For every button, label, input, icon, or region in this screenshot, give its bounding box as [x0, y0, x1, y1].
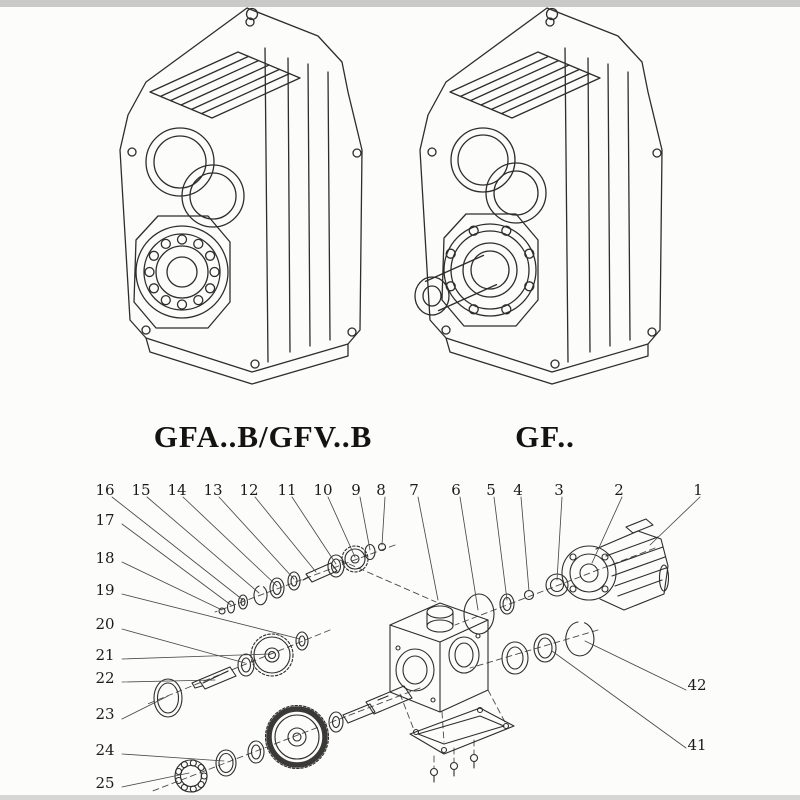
end-plug — [218, 607, 226, 615]
foot-rail-right — [445, 337, 649, 385]
input-bores-right — [450, 127, 547, 224]
callout-19: 19 — [95, 581, 115, 599]
eyebolt-right — [545, 7, 559, 21]
input-bearing — [327, 554, 345, 578]
intermediate-gear-parts — [153, 631, 309, 718]
callout-24: 24 — [95, 741, 115, 759]
input-shaft-parts — [218, 542, 387, 615]
washer — [287, 571, 301, 591]
shaft-washer — [328, 711, 344, 733]
foot-rail-left — [145, 337, 349, 385]
oil-seal — [533, 633, 557, 663]
cover-bolts — [429, 753, 479, 783]
output-gear — [264, 704, 330, 770]
photo-edge-bottom — [0, 795, 800, 800]
output-shaft-parts — [174, 685, 413, 793]
bearing-ring — [215, 749, 237, 777]
input-gear — [341, 545, 369, 573]
model-label-gf: GF.. — [515, 419, 575, 454]
exploded-diagram — [111, 496, 701, 793]
gasket-ring — [463, 593, 495, 635]
input-bores-left — [145, 127, 245, 228]
photo-edge-top — [0, 0, 800, 7]
callout-25: 25 — [95, 774, 115, 792]
callout-23: 23 — [95, 705, 115, 723]
end-washer — [237, 594, 249, 610]
intermediate-gear — [250, 633, 294, 677]
washer — [295, 631, 309, 651]
output-flange-right — [441, 213, 539, 327]
snap-ring-large — [565, 621, 595, 657]
callout-5: 5 — [486, 481, 496, 499]
splined-shaft — [198, 666, 237, 690]
housing-bore-front — [395, 648, 435, 692]
spacer-ring — [364, 543, 376, 561]
spacer — [247, 740, 265, 764]
callout-9: 9 — [351, 481, 361, 499]
leader-lines — [111, 496, 701, 788]
output-shaft — [365, 685, 413, 715]
motor-body — [595, 530, 669, 611]
callout-8: 8 — [376, 481, 386, 499]
large-ring — [153, 678, 183, 718]
lower-bearing — [501, 641, 529, 675]
callout-3: 3 — [554, 481, 564, 499]
callout-10: 10 — [313, 481, 333, 499]
gear-housing — [389, 602, 489, 713]
callout-2: 2 — [614, 481, 624, 499]
callout-6: 6 — [451, 481, 461, 499]
callout-1: 1 — [693, 481, 703, 499]
callout-11: 11 — [277, 481, 297, 499]
corner-bolts-left — [127, 17, 362, 369]
callout-18: 18 — [95, 549, 115, 567]
motor-flange — [561, 545, 617, 601]
housing-boss — [426, 605, 454, 619]
housing-bore-side — [448, 636, 480, 674]
callout-12: 12 — [239, 481, 259, 499]
eyebolt-left — [245, 7, 259, 21]
gearbox-drawing-right — [414, 7, 663, 385]
shim — [226, 600, 236, 614]
callout-42: 42 — [687, 676, 707, 694]
bottom-cover — [409, 706, 515, 783]
terminal-box — [625, 518, 654, 534]
output-bearing-left — [133, 215, 231, 329]
corner-bolts-right — [427, 17, 662, 369]
callout-7: 7 — [409, 481, 419, 499]
callout-13: 13 — [203, 481, 223, 499]
callout-15: 15 — [131, 481, 151, 499]
callout-17: 17 — [95, 511, 115, 529]
callout-22: 22 — [95, 669, 115, 687]
output-shaft-right — [414, 254, 498, 316]
callout-21: 21 — [95, 646, 115, 664]
bearing — [269, 577, 285, 599]
callout-41: 41 — [687, 736, 707, 754]
motor-drawing — [561, 518, 670, 611]
bearing — [237, 653, 255, 677]
model-label-gfab-gfvb: GFA..B/GFV..B — [153, 419, 373, 454]
callout-4: 4 — [513, 481, 523, 499]
callout-14: 14 — [167, 481, 187, 499]
gearbox-drawing-left — [119, 7, 363, 385]
motor-side-parts — [463, 573, 595, 675]
callout-16: 16 — [95, 481, 115, 499]
callout-20: 20 — [95, 615, 115, 633]
seal-ring — [499, 593, 515, 615]
